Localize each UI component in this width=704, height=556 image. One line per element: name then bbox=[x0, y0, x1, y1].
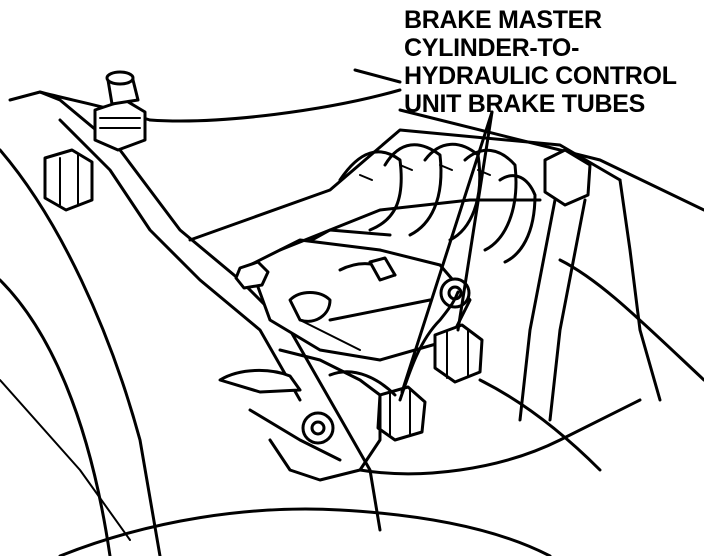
callout-line-2: CYLINDER-TO- bbox=[404, 34, 580, 62]
left-lower-line bbox=[0, 379, 131, 541]
tube-fitting-nut-right bbox=[433, 323, 484, 384]
left-bracket-inner bbox=[58, 118, 302, 402]
right-sill bbox=[358, 398, 642, 476]
callout-line-1: BRAKE MASTER bbox=[404, 6, 602, 34]
hcu-housing bbox=[268, 348, 382, 482]
master-cylinder-nut-top bbox=[234, 260, 270, 290]
callout-line-4: UNIT BRAKE TUBES bbox=[404, 90, 646, 118]
leader-line-right bbox=[456, 110, 494, 332]
brake-tube-lower bbox=[328, 370, 397, 397]
strut-bolt bbox=[93, 70, 147, 152]
left-fender-apron bbox=[0, 148, 162, 556]
hcu-lower-outline bbox=[248, 408, 342, 462]
right-body-panel bbox=[558, 258, 704, 382]
upper-body-panel-edge bbox=[148, 68, 704, 212]
callout-line-3: HYDRAULIC CONTROL bbox=[404, 62, 677, 90]
hcu-bracket-tab bbox=[218, 368, 302, 394]
callout-label: BRAKE MASTER CYLINDER-TO- HYDRAULIC CONT… bbox=[404, 6, 700, 118]
reservoir-cap bbox=[368, 256, 397, 282]
booster-ribs bbox=[338, 142, 537, 264]
right-lower-panel bbox=[478, 378, 602, 472]
left-inner-curve bbox=[0, 278, 112, 556]
hcu-bolt bbox=[301, 411, 335, 445]
right-outer-edge bbox=[618, 178, 662, 402]
bulkhead-panel bbox=[188, 128, 622, 242]
fender-nut bbox=[43, 148, 94, 212]
leader-line-left bbox=[400, 110, 494, 394]
bottom-arc bbox=[58, 507, 552, 556]
tube-fitting-nut-left bbox=[376, 385, 427, 442]
right-brace-rod bbox=[518, 148, 592, 422]
